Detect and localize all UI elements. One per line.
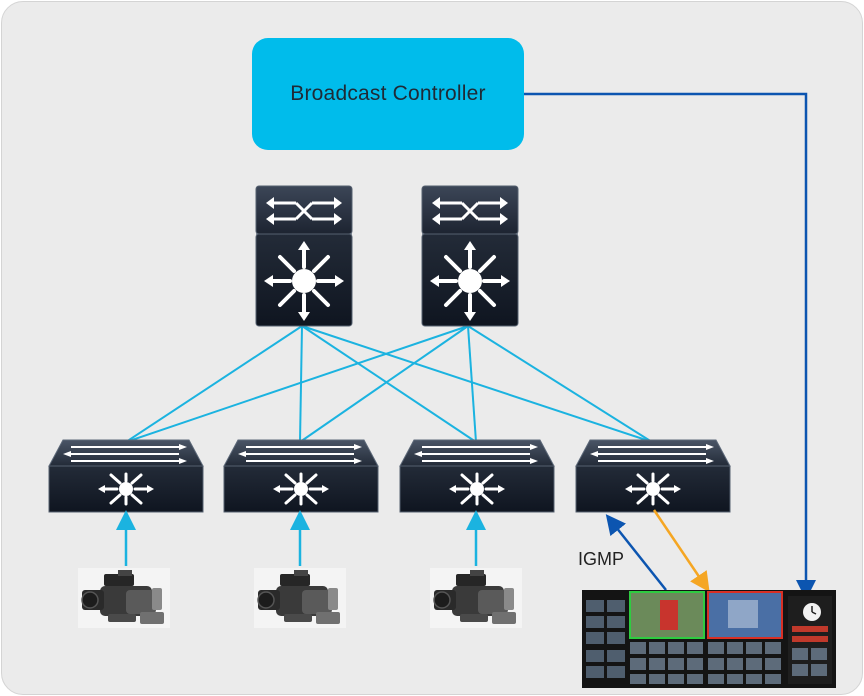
video-camera-icon (253, 567, 347, 629)
leaf-switch-2[interactable] (222, 438, 380, 514)
link (299, 325, 303, 443)
igmp-label: IGMP (578, 549, 625, 569)
leaf-switch-4[interactable] (574, 438, 732, 514)
igmp-join-arrow (605, 514, 667, 591)
leaf-switch-3[interactable] (398, 438, 556, 514)
link (301, 325, 477, 443)
video-camera-icon (429, 567, 523, 629)
link (299, 325, 469, 443)
link (125, 325, 469, 443)
link (125, 325, 303, 443)
spine-switch-2[interactable] (420, 184, 520, 328)
multiviewer-monitor-icon (582, 590, 836, 688)
broadcast-controller-label: Broadcast Controller (290, 82, 486, 105)
controller-control-link (524, 92, 816, 600)
fabric-links (125, 325, 653, 443)
leaf-switch-1[interactable] (47, 438, 205, 514)
video-camera-icon (77, 567, 171, 629)
spine-switch-1[interactable] (254, 184, 354, 328)
link (301, 325, 653, 443)
link (467, 325, 653, 443)
link (467, 325, 477, 443)
broadcast-controller[interactable]: Broadcast Controller (252, 38, 524, 150)
media-flow-arrow (652, 509, 710, 593)
